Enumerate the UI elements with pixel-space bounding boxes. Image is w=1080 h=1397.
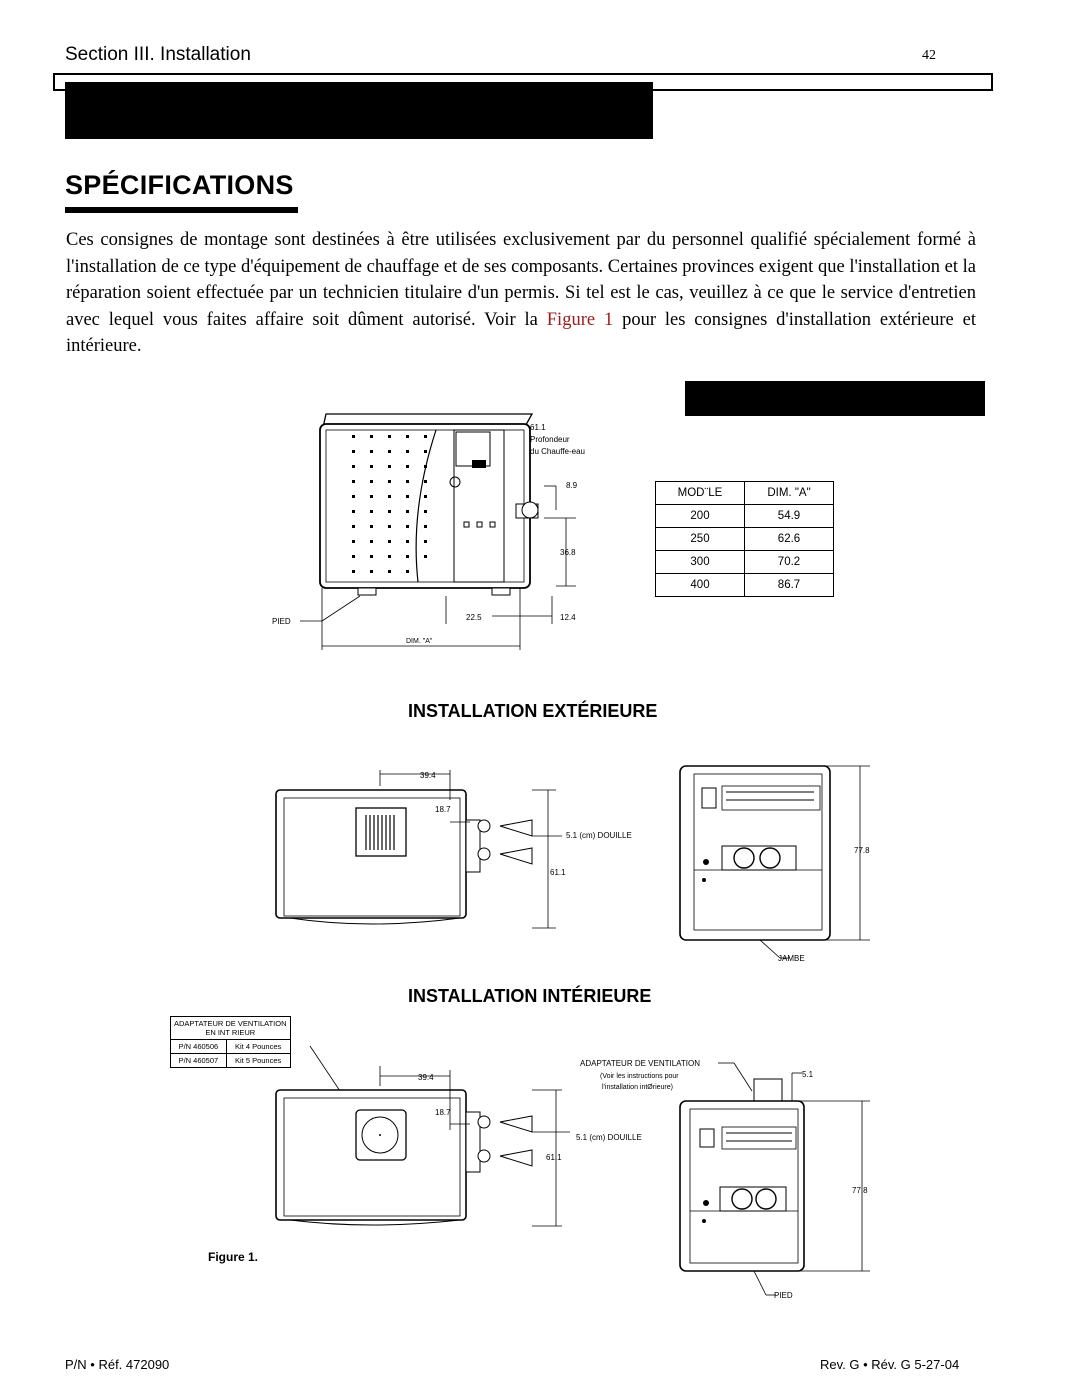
pied-label: PIED [272,617,291,626]
model-header: MOD¨LE [655,481,745,505]
ext-dim-18-7: 18.7 [435,805,451,814]
interior-title: INSTALLATION INTÉRIEURE [408,986,652,1006]
vent-table-subtitle: EN INT RIEUR [205,1028,256,1037]
exterior-title: INSTALLATION EXTÉRIEURE [408,701,658,721]
int-dim-5-1: 5.1 [802,1070,814,1079]
dim-a-label: DIM. "A" [406,638,433,645]
ext-dim-77-8: 77.8 [854,846,870,855]
int-dim-61-1: 61.1 [546,1153,562,1162]
figure-caption: Figure 1. [208,1250,259,1264]
exterior-side-diagram: 77.8 JAMBE [679,765,870,963]
depth-value: 61.1 [530,423,546,432]
ext-dim-39-4: 39.4 [420,771,436,780]
depth-label-1: Profondeur [530,435,570,444]
figure-link[interactable]: Figure 1 [546,309,614,330]
footer-part-number: P/N • Réf. 472090 [65,1357,170,1372]
dim-8-9: 8.9 [566,481,578,490]
dim-12-4: 12.4 [560,613,576,622]
adapter-label-3: l'installation intØrieure) [602,1084,673,1091]
exterior-top-diagram: 39.4 18.7 5.1 (cm) DOUILLE 61.1 [275,770,632,929]
header-banner [65,82,653,139]
title-underline [65,207,298,213]
dim-header: DIM. "A" [744,481,834,505]
page-number: 42 [922,48,936,63]
intro-paragraph: Ces consignes de montage sont destinées … [66,227,976,360]
ext-jambe: JAMBE [778,954,805,963]
interior-top-diagram: 39.4 18.7 5.1 (cm) DOUILLE 61.1 [275,1045,642,1227]
heater-front-diagram: 61.1 Profondeur du Chauffe-eau 8.9 36.8 … [272,413,585,650]
ext-dim-61-1: 61.1 [550,868,566,877]
int-dim-39-4: 39.4 [418,1073,434,1082]
intro-text-end: pour les consignes d'installation extéri… [66,309,976,357]
depth-label-2: du Chauffe-eau [530,447,585,456]
adapter-label-2: (Voir les instructions pour [600,1073,679,1080]
interior-side-diagram: ADAPTATEUR DE VENTILATION (Voir les inst… [580,1059,870,1300]
int-pied: PIED [774,1291,793,1300]
adapter-label-1: ADAPTATEUR DE VENTILATION [580,1059,700,1068]
model-table-banner [685,381,985,416]
intro-text: Ces consignes de montage sont destinées … [66,230,976,330]
int-douille: 5.1 (cm) DOUILLE [576,1133,642,1142]
int-dim-77-8: 77.8 [852,1186,868,1195]
specifications-title: SPÉCIFICATIONS [65,170,294,200]
dim-22-5: 22.5 [466,613,482,622]
int-dim-18-7: 18.7 [435,1108,451,1117]
ext-douille: 5.1 (cm) DOUILLE [566,831,632,840]
dim-36-8: 36.8 [560,548,576,557]
vent-table-title: ADAPTATEUR DE VENTILATION [174,1019,287,1028]
section-title: Section III. Installation [65,44,251,65]
footer-revision: Rev. G • Rév. G 5-27-04 [820,1357,960,1372]
